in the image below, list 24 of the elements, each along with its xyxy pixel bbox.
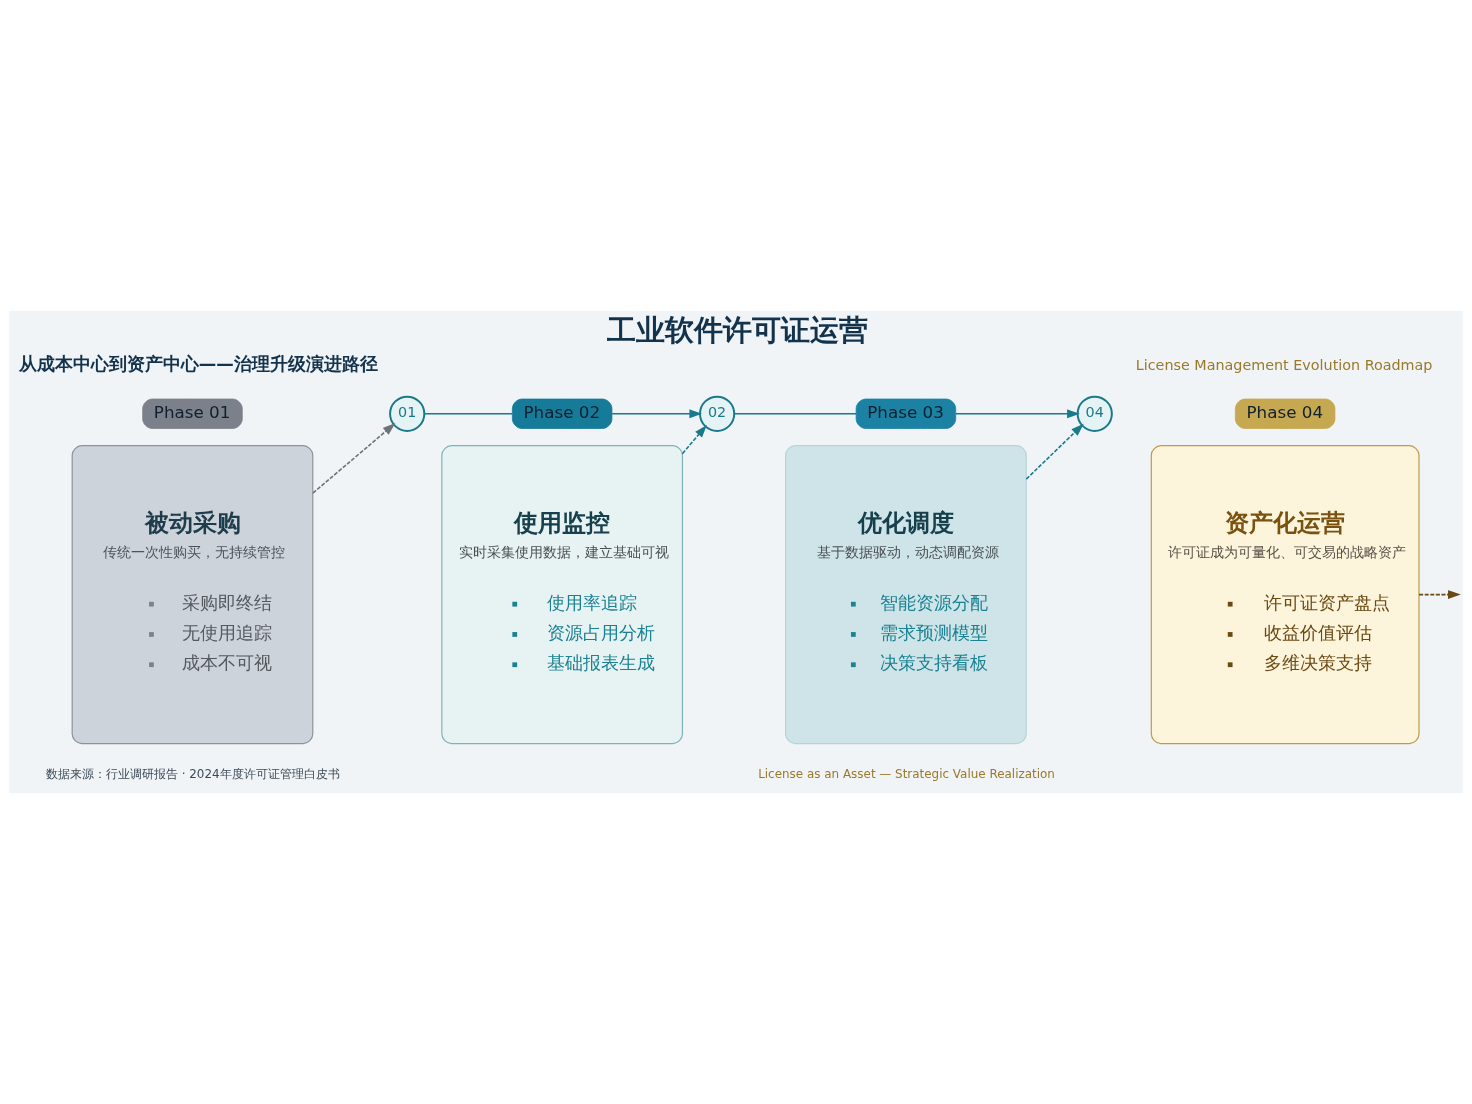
arrow	[955, 409, 1080, 419]
connector	[733, 412, 857, 415]
arrow	[1025, 423, 1084, 480]
diagram-title: 工业软件许可证运营	[606, 312, 868, 347]
node-box: 被动采购 传统一次性购买，无持续管控 采购即终结 无使用追踪 成本不可视	[71, 445, 314, 745]
node-box: 资产化运营 许可证成为可量化、可交易的战略资产 许可证资产盘点 收益价值评估 多维决策支持	[1150, 445, 1420, 745]
node-box: 使用监控 实时采集使用数据，建立基础可视 使用率追踪 资源占用分析 基础报表生成	[441, 445, 684, 745]
node-box: Phase 01	[142, 398, 243, 429]
label: License Management Evolution Roadmap	[1135, 357, 1433, 374]
arrow	[681, 424, 707, 455]
label: License as an Asset — Strategic Value Realization	[758, 767, 1055, 782]
label: 数据来源：行业调研报告 · 2024年度许可证管理白皮书	[45, 767, 340, 782]
connector	[423, 412, 513, 415]
arrow	[312, 423, 396, 494]
arrow	[611, 409, 703, 419]
node-box: Phase 04	[1234, 398, 1336, 429]
node-box: Phase 03	[855, 398, 957, 429]
node-circle: 02	[698, 395, 736, 432]
node-box: Phase 02	[511, 398, 613, 429]
arrow	[1418, 590, 1461, 600]
node-circle: 04	[1076, 395, 1113, 432]
label: 从成本中心到资产中心——治理升级演进路径	[18, 354, 378, 375]
node-box: 优化调度 基于数据驱动，动态调配资源 智能资源分配 需求预测模型 决策支持看板	[785, 445, 1027, 745]
node-circle: 01	[389, 395, 426, 432]
